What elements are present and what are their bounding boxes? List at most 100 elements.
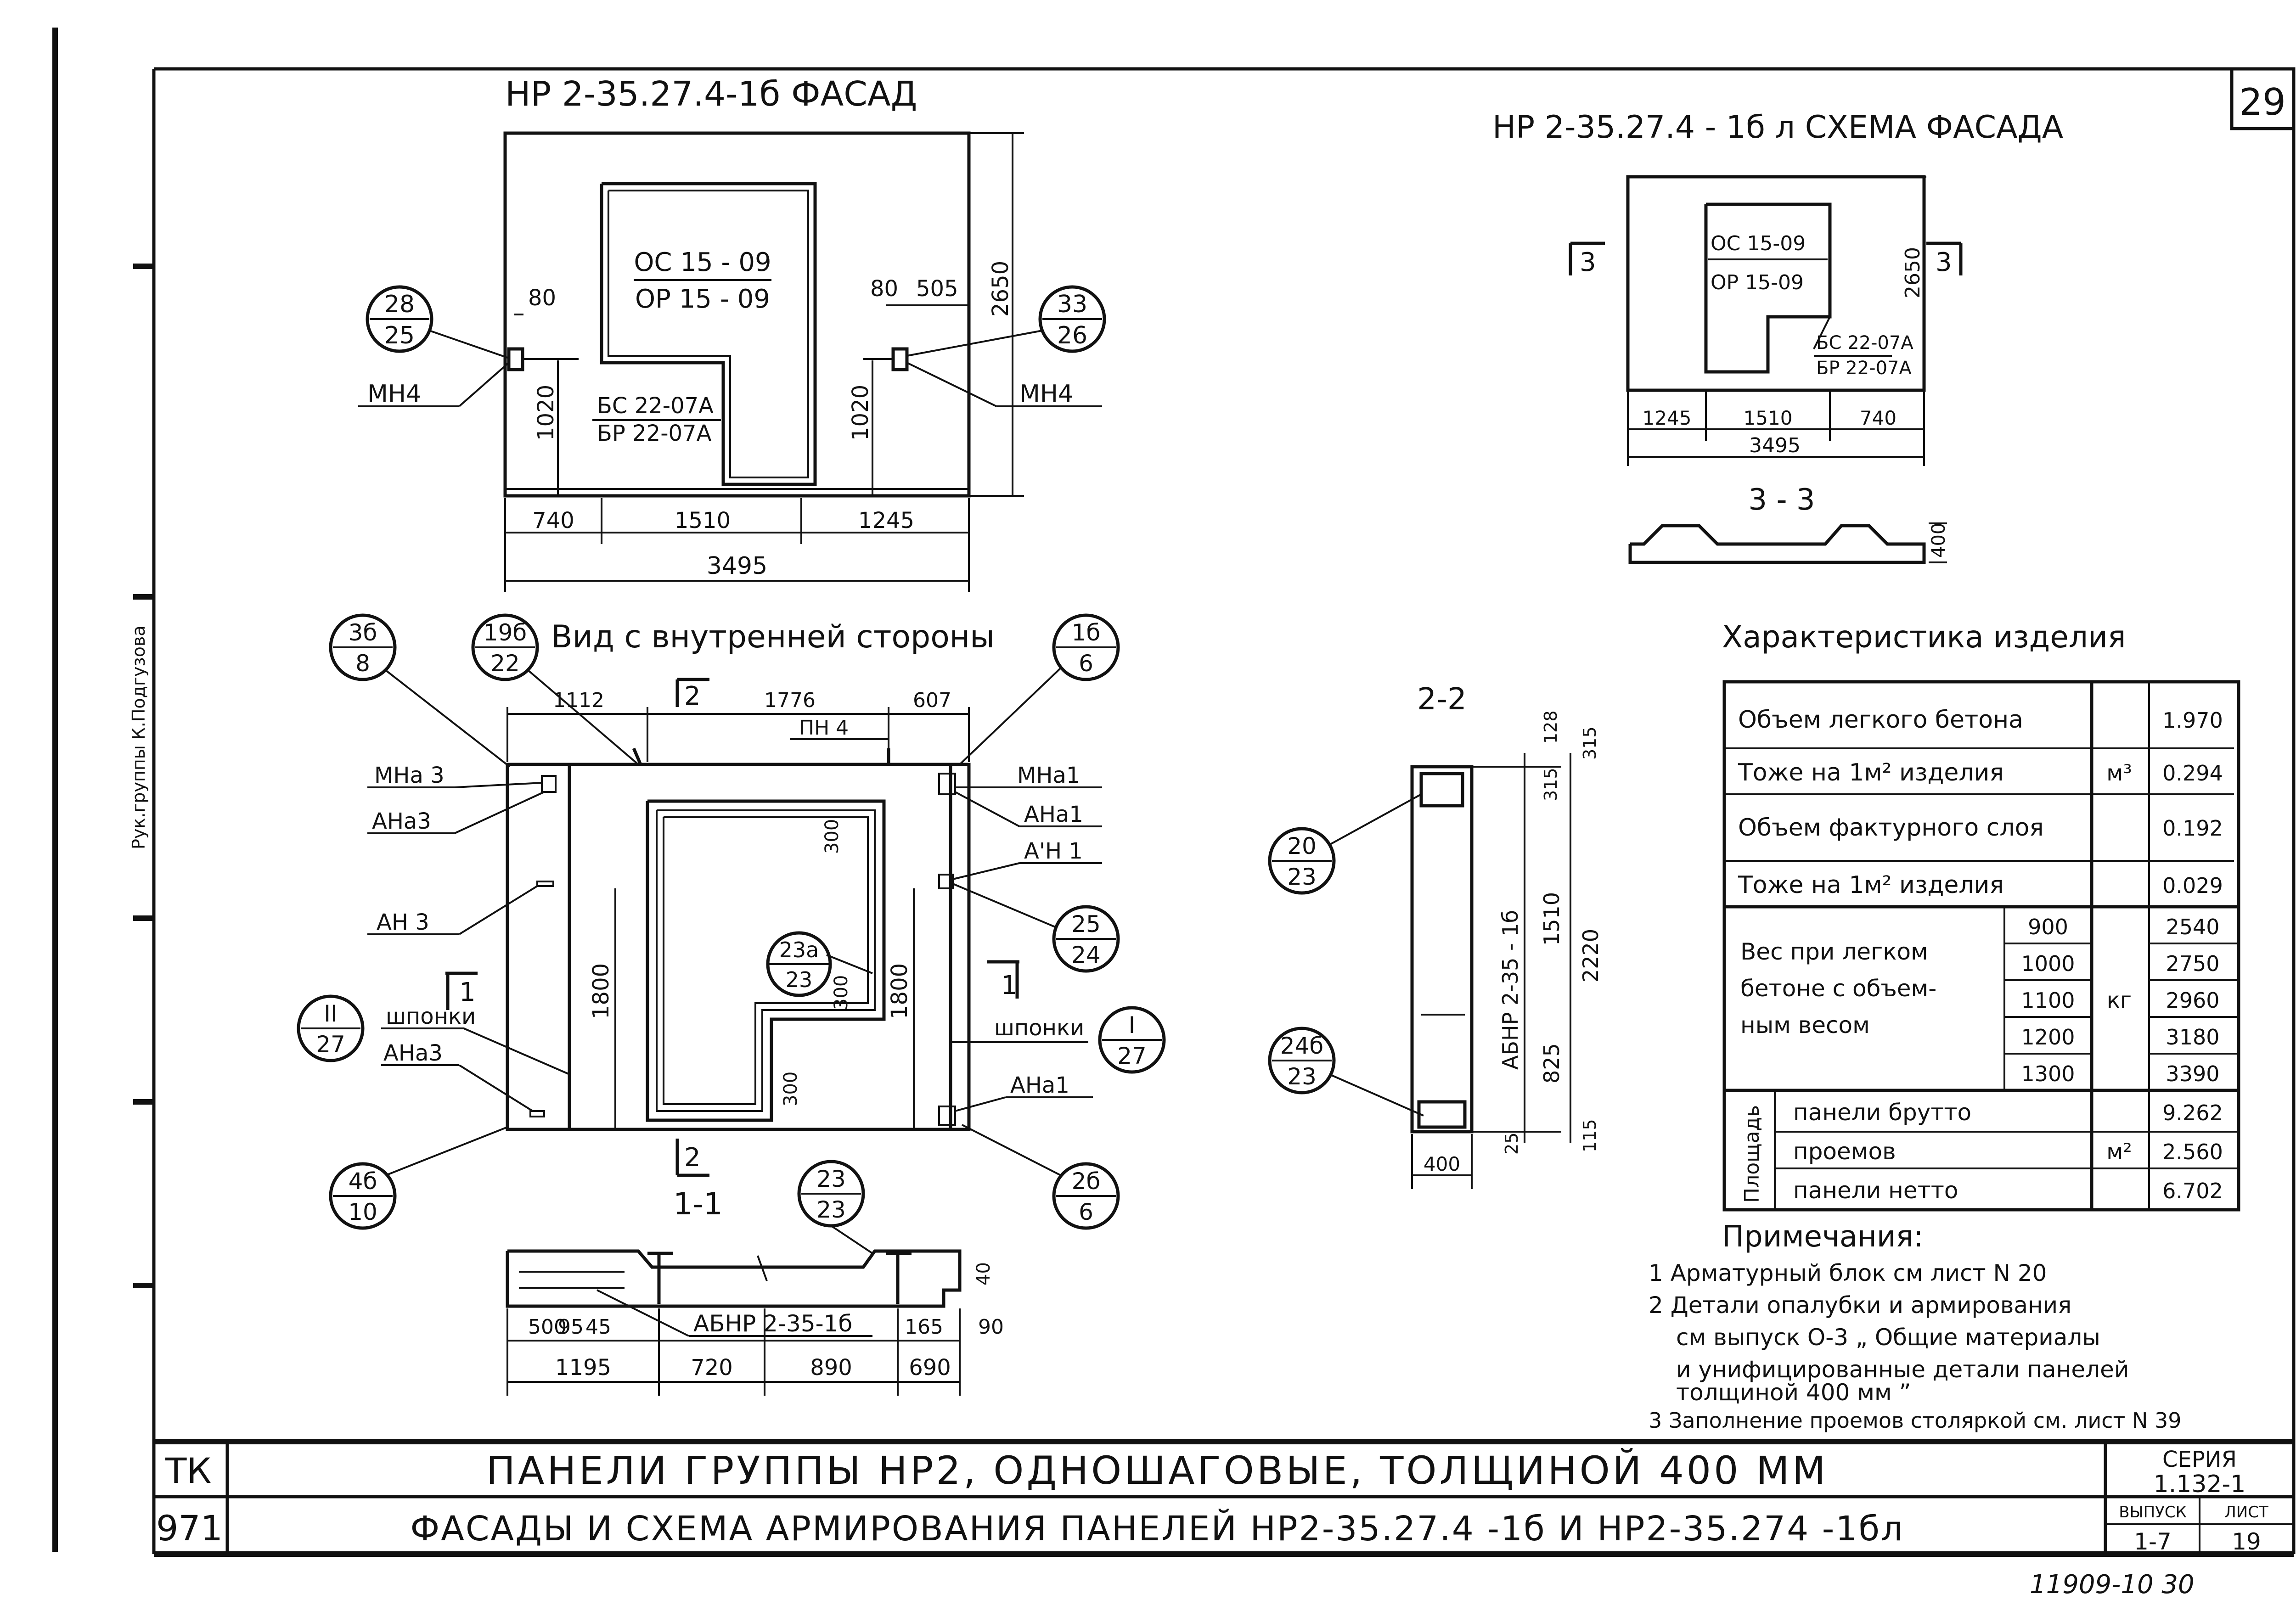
inner-label-an1: А'Н 1 [1024,838,1083,864]
sheet-number: 29 [2239,81,2286,123]
series-label: СЕРИЯ [2162,1447,2237,1472]
section-1-1-dim-165: 165 [905,1315,943,1339]
section-2-2-dim-1510: 1510 [1539,892,1564,946]
facade-title: НР 2-35.27.4-1б ФАСАД [505,74,917,114]
char-weight-1100: 2960 [2166,988,2219,1013]
facade-opening [600,182,817,486]
bubble-I-27: I 27 [1098,1006,1166,1074]
scheme-outline [1626,175,1926,392]
inner-cut2-bottom: 2 [684,1143,701,1173]
inner-cut2-top: 2 [684,681,701,711]
issue-value: 1-7 [2134,1528,2172,1555]
svg-text:1б: 1б [1072,619,1101,646]
section-1-1-dim-890: 890 [810,1355,852,1381]
inner-label-mna3: МНа 3 [374,763,445,788]
bubble-19b-22: 19б 22 [471,613,639,765]
char-density-1100: 1100 [2021,988,2075,1013]
section-2-2-dim-25: 25 [1502,1133,1522,1155]
notes: Примечания: 1 Арматурный блок см лист N … [1649,1220,2182,1433]
scheme-section-label: 3 - 3 [1748,483,1815,517]
svg-text:24: 24 [1071,942,1101,968]
facade-dim-1510: 1510 [675,508,731,533]
facade-window-top: ОС 15 - 09 [634,247,771,277]
svg-text:6: 6 [1079,650,1093,677]
bubble-1b-6: 1б 6 [959,613,1120,765]
inner-label-ana1-top: АНа1 [1024,802,1083,827]
section-2-2-dim-128: 128 [1541,710,1561,744]
svg-text:II: II [324,1000,338,1027]
facade-bubble-right-top: 33 [1057,291,1087,318]
facade-mark-left: МН4 [367,380,421,408]
svg-text:6: 6 [1079,1199,1093,1225]
section-1-1-dim-40: 40 [973,1262,994,1285]
svg-text:27: 27 [1117,1043,1147,1069]
char-row-4-value: 0.029 [2162,873,2223,898]
char-area-3-label: панели нетто [1793,1177,1958,1204]
section-2-2-dim-315-a: 315 [1580,726,1600,760]
char-weight-label-2: бетоне с объем- [1740,975,1936,1002]
note-line-3: см выпуск О-3 „ Общие материалы [1676,1324,2100,1351]
scheme-window-top: ОС 15-09 [1711,232,1806,255]
svg-text:23: 23 [816,1166,846,1192]
svg-text:19б: 19б [484,619,527,646]
scheme-dim-3495: 3495 [1749,434,1801,457]
svg-text:2б: 2б [1072,1168,1101,1195]
scheme-view: НР 2-35.27.4 - 1б л СХЕМА ФАСАДА ОС 15-0… [1492,109,2063,564]
title-code-top: ТК [165,1450,211,1491]
facade-dim-3495: 3495 [707,552,767,580]
section-1-1-dim-690: 690 [909,1355,951,1381]
char-weight-1000: 2750 [2166,951,2219,976]
scheme-dim-1510: 1510 [1744,407,1793,429]
facade-view: НР 2-35.27.4-1б ФАСАД ОС 15 - 09 ОР 15 -… [358,74,1106,592]
note-line-6: 3 Заполнение проемов столяркой см. лист … [1649,1408,2182,1433]
sheet-number-box: 29 [2230,67,2296,130]
inner-dim-300-b: 300 [831,975,852,1010]
section-2-2: 2-2 АБНР 2-35 - 1б 128 315 315 1510 2220… [1268,681,1603,1189]
section-2-2-dim-115: 115 [1580,1119,1600,1152]
section-1-1-profile [506,1249,962,1308]
inner-dim-300-a: 300 [822,819,843,854]
scheme-dim-2650: 2650 [1901,247,1925,298]
notes-title: Примечания: [1722,1220,1924,1254]
svg-text:3б: 3б [349,619,377,646]
facade-bubble-left-bottom: 25 [384,322,415,349]
char-row-1-label: Объем легкого бетона [1738,706,2023,734]
char-density-1000: 1000 [2021,951,2075,976]
scheme-door-bottom: БР 22-07А [1816,358,1912,379]
char-weight-900: 2540 [2166,915,2219,939]
section-1-1-label: 1-1 [673,1186,723,1222]
facade-outline [503,131,971,498]
facade-door-top: БС 22-07А [597,393,714,419]
issue-label: ВЫПУСК [2119,1503,2187,1521]
inner-dim-1776: 1776 [764,689,816,712]
bubble-3b-8: 3б 8 [329,613,511,768]
characteristics-table: Характеристика изделия Объем легкого бет… [1722,619,2240,1212]
section-2-2-block: АБНР 2-35 - 1б [1498,910,1523,1070]
side-stamp: Рук.группы К.Подгузова [129,625,149,849]
bubble-23-23: 23 23 [797,1160,873,1254]
facade-dim-1020-left: 1020 [533,385,559,441]
inner-dim-1800-right: 1800 [887,963,912,1019]
inner-label-shponki-left: шпонки [386,1004,476,1029]
scheme-dim-740: 740 [1860,407,1896,429]
facade-dim-740: 740 [532,508,574,533]
section-1-1-dim-500: 500 [528,1315,567,1339]
char-weight-label-3: ным весом [1740,1012,1870,1038]
inner-label-ana3-bottom: АНа3 [383,1040,443,1066]
note-line-4: и унифицированные детали панелей [1676,1356,2129,1383]
scheme-window-bottom: ОР 15-09 [1711,271,1804,294]
svg-text:10: 10 [348,1199,377,1225]
scheme-dim-400: 400 [1928,523,1949,558]
section-1-1: 1-1 23 23 АБНР 2-35-1б 500 95 45 165 90 … [506,1160,1004,1396]
inner-label-pn4: ПН 4 [799,716,849,740]
char-area-2-value: 2.560 [2162,1139,2223,1164]
facade-dim-505: 505 [916,276,958,302]
char-area-1-value: 9.262 [2162,1100,2223,1125]
svg-text:22: 22 [490,650,520,677]
inner-dim-1800-left: 1800 [588,963,614,1019]
inner-reinforcement-frame [646,799,886,1122]
inner-label-shponki-right: шпонки [994,1015,1084,1041]
scheme-cut-left: 3 [1580,247,1596,277]
svg-text:23: 23 [1287,1063,1317,1090]
